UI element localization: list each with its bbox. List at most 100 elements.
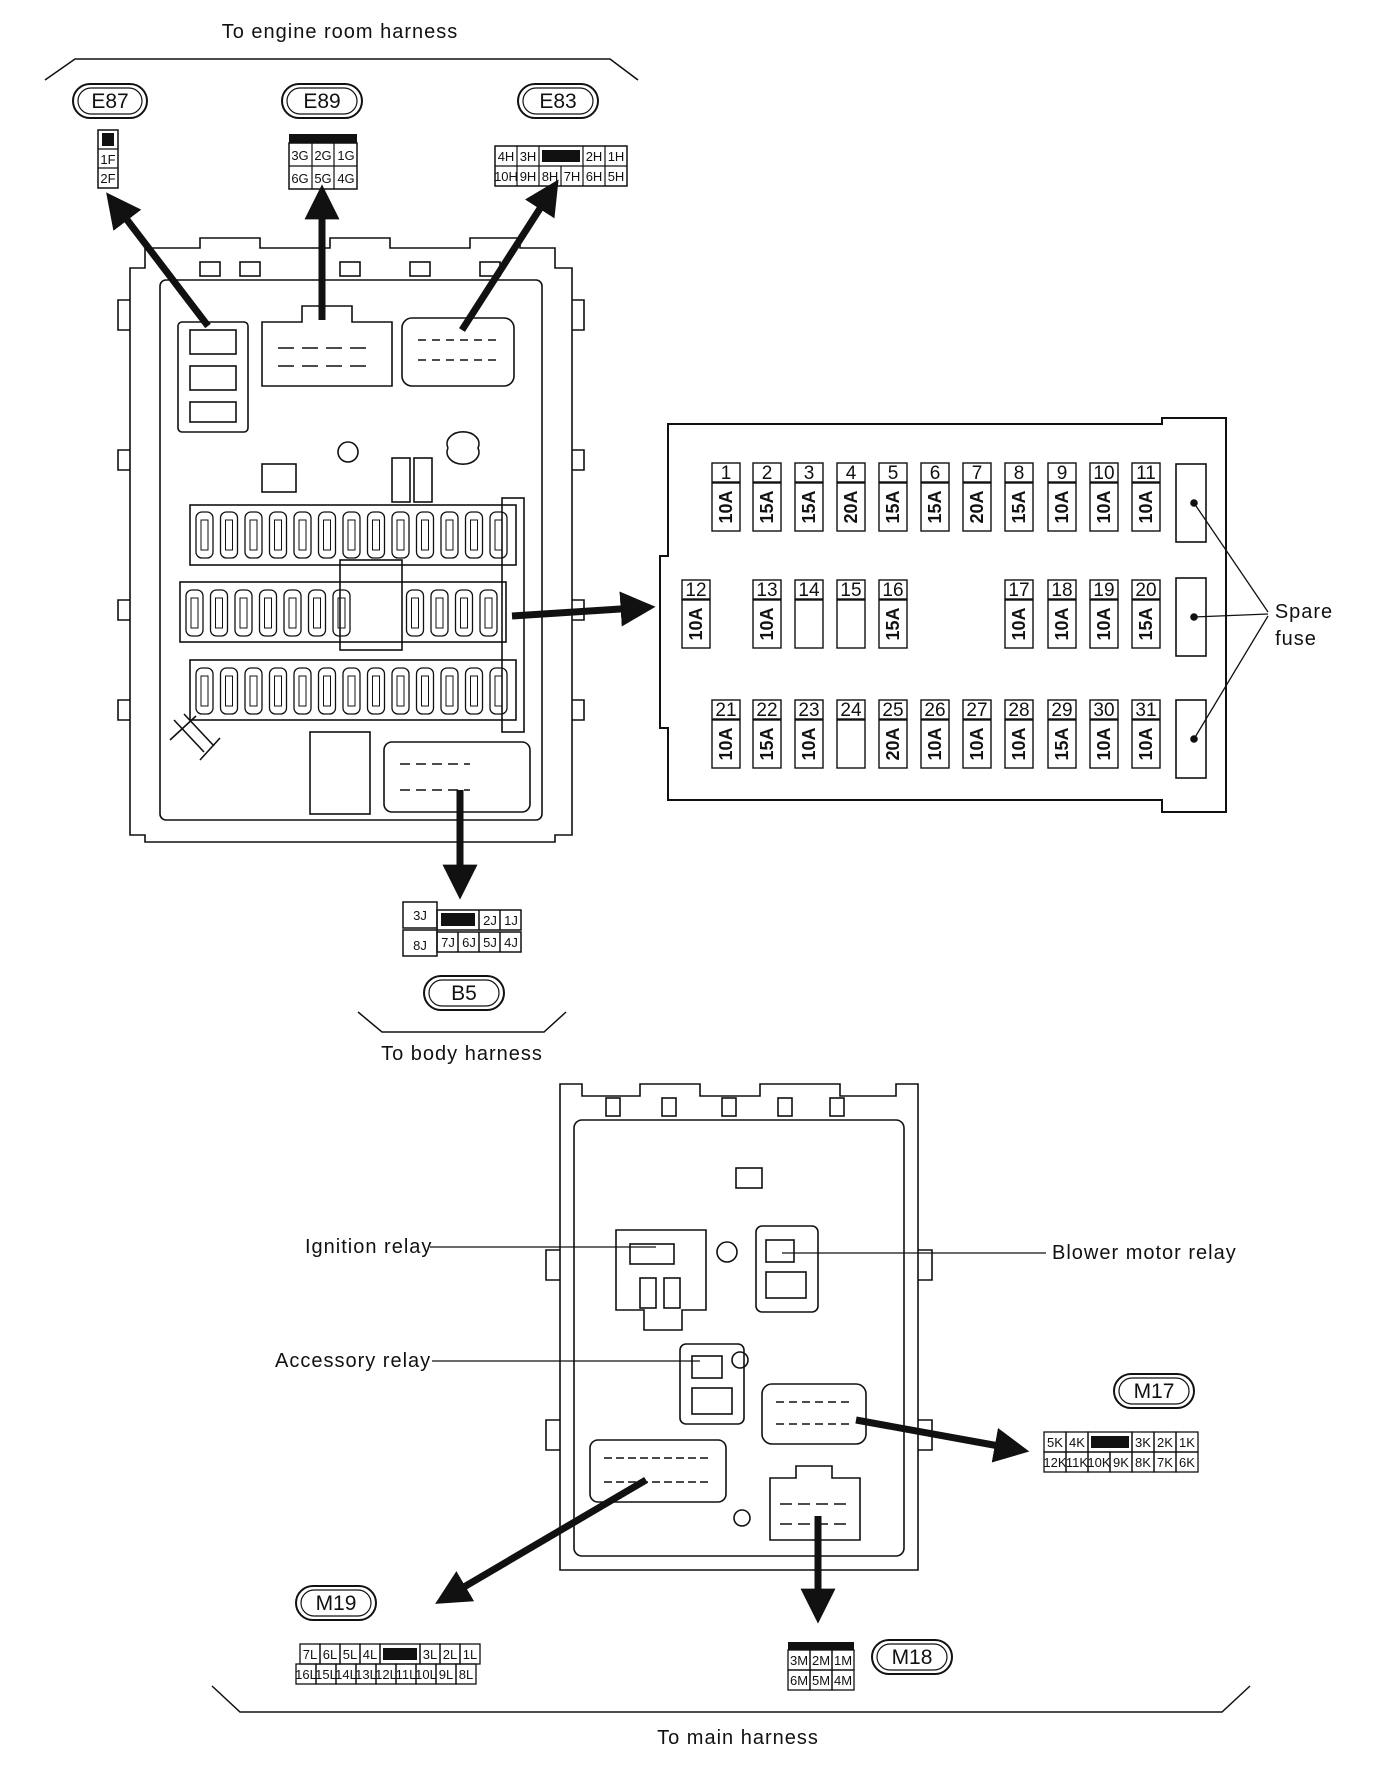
fuse-slot	[391, 667, 410, 715]
fuse-amperage: 10A	[716, 727, 736, 760]
fuse-amperage: 10A	[1094, 490, 1114, 523]
fuse-slot	[454, 589, 474, 637]
accessory-relay-label: Accessory relay	[275, 1350, 431, 1372]
fuse-slot-inner	[484, 597, 493, 629]
fuse-slot	[464, 511, 484, 559]
fuse-slot-inner	[396, 519, 405, 551]
engine-room-harness-label: To engine room harness	[222, 21, 459, 43]
pin-3g: 3G	[291, 148, 308, 163]
fuse-block-rear	[545, 1083, 933, 1571]
pin-13l: 13L	[355, 1667, 377, 1682]
fuse-number: 12	[685, 580, 706, 601]
pin-3k: 3K	[1135, 1435, 1151, 1450]
fuse-number: 25	[882, 700, 903, 721]
pin-4g: 4G	[337, 171, 354, 186]
fuse-slot	[391, 511, 410, 559]
fuse-amperage: 15A	[757, 490, 777, 523]
fuse-slot-inner	[470, 675, 478, 707]
pin-4m: 4M	[834, 1673, 852, 1688]
pin-3h: 3H	[520, 149, 537, 164]
fuse-slot-inner	[298, 519, 307, 551]
fuse-slots-front	[185, 511, 508, 715]
fuse-slot-inner	[411, 597, 419, 629]
fuse-amperage: 15A	[883, 490, 903, 523]
fuse-amperage: 10A	[757, 607, 777, 640]
fuse-amperage: 15A	[1136, 607, 1156, 640]
fuse-slot-inner	[239, 597, 248, 629]
fuse-slot	[332, 589, 351, 637]
connector-m18-oval: M18	[871, 1639, 953, 1675]
pin-1g: 1G	[337, 148, 354, 163]
connector-b5-oval: B5	[423, 975, 505, 1011]
fuse-slot	[366, 667, 386, 715]
fuse-amperage: 15A	[883, 607, 903, 640]
connector-e83-pins: 4H 3H 2H 1H 10H 9H 8H 7H 6H 5H	[494, 145, 628, 187]
connector-m17-id: M17	[1134, 1380, 1175, 1403]
pin-3l: 3L	[423, 1647, 437, 1662]
pin-5m: 5M	[812, 1673, 830, 1688]
fuse-layout: 110A215A315A420A515A615A720A815A910A1010…	[681, 462, 1161, 769]
fuse-amperage: 15A	[757, 727, 777, 760]
fuse-number: 7	[972, 463, 983, 484]
pin-7l: 7L	[303, 1647, 317, 1662]
pin-6m: 6M	[790, 1673, 808, 1688]
fuse-number: 23	[798, 700, 819, 721]
main-bracket	[211, 1685, 1251, 1713]
pin-2j: 2J	[483, 913, 497, 928]
fuse-slot-inner	[288, 597, 297, 629]
fuse-slot	[244, 667, 263, 715]
fuse-slot	[342, 511, 361, 559]
pin-5j: 5J	[483, 935, 497, 950]
pin-3m: 3M	[790, 1653, 808, 1668]
fuse-slot-inner	[323, 519, 331, 551]
fuse-slot	[307, 589, 327, 637]
pin-10k: 10K	[1087, 1455, 1110, 1470]
fuse-slot-inner	[494, 675, 503, 707]
fuse-slot-inner	[249, 519, 258, 551]
body-harness-label: To body harness	[381, 1043, 543, 1065]
fuse-slot	[430, 589, 449, 637]
pin-5l: 5L	[343, 1647, 357, 1662]
fuse-slot	[464, 667, 484, 715]
pin-2k: 2K	[1157, 1435, 1173, 1450]
fuse-amperage: 10A	[716, 490, 736, 523]
fuse-amperage: 10A	[1136, 727, 1156, 760]
fuse-number: 13	[756, 580, 777, 601]
fuse-slot	[258, 589, 278, 637]
fuse-slot	[366, 511, 386, 559]
fuse-slot-inner	[313, 597, 321, 629]
fuse-number: 6	[930, 463, 941, 484]
pin-4h: 4H	[498, 149, 515, 164]
fuse-amperage: 15A	[925, 490, 945, 523]
fuse-slot	[405, 589, 425, 637]
connector-header-bar	[788, 1642, 854, 1650]
pin-6h: 6H	[586, 169, 603, 184]
main-harness-label: To main harness	[657, 1727, 819, 1749]
pin-7j: 7J	[441, 935, 455, 950]
fuse-slot	[268, 511, 288, 559]
blocked-pin	[542, 150, 580, 162]
fuse-slot-inner	[445, 675, 454, 707]
fuse-slot-inner	[190, 597, 199, 629]
fuse-amperage: 10A	[1136, 490, 1156, 523]
connector-e87-pins: 1F 2F	[97, 129, 119, 189]
fuse-amperage: 20A	[967, 490, 987, 523]
pin-1l: 1L	[463, 1647, 477, 1662]
pin-16l: 16L	[295, 1667, 317, 1682]
pin-6g: 6G	[291, 171, 308, 186]
